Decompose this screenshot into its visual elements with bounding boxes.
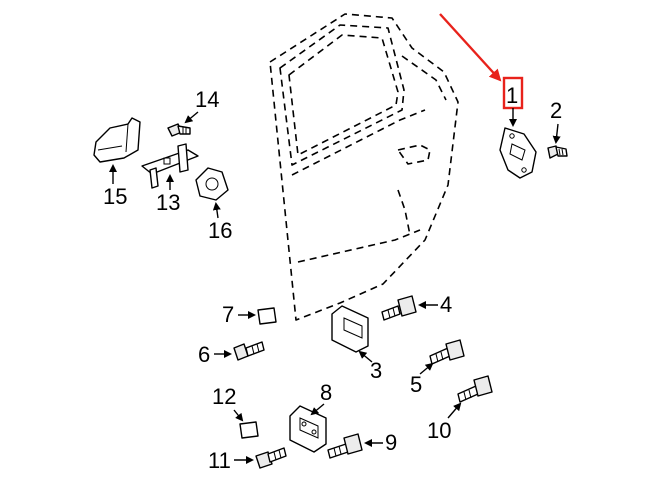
callout-9: 9 — [385, 430, 397, 455]
callout-7: 7 — [222, 302, 234, 327]
callout-13: 13 — [156, 190, 180, 215]
highlight-arrow — [439, 13, 502, 82]
callout-11: 11 — [208, 448, 231, 473]
part-8-lower-hinge — [289, 405, 327, 453]
part-15-outside-handle — [93, 117, 141, 163]
door-outline — [269, 13, 459, 321]
part-12-plug — [239, 421, 259, 439]
callout-16: 16 — [208, 218, 232, 243]
part-7-plug — [257, 307, 277, 325]
part-4-hinge-bolt — [381, 295, 417, 321]
callout-15: 15 — [103, 184, 127, 209]
part-16-lock-cylinder — [195, 167, 229, 201]
callout-8: 8 — [320, 380, 332, 405]
callout-12: 12 — [212, 384, 236, 409]
callout-14-leader — [184, 111, 199, 124]
part-2-striker-bolt — [547, 145, 568, 159]
callout-8-leader — [310, 403, 325, 416]
callout-14: 14 — [195, 87, 219, 112]
part-3-upper-hinge — [331, 305, 369, 353]
part-9-hinge-bolt — [327, 433, 363, 459]
part-11-hinge-bolt — [255, 447, 287, 469]
callout-3-leader — [358, 350, 373, 363]
callout-5: 5 — [410, 372, 422, 397]
callout-2-leader — [552, 123, 561, 144]
callout-2: 2 — [550, 98, 562, 123]
callout-10: 10 — [427, 418, 451, 443]
part-13-handle-bracket — [141, 143, 199, 189]
part-6-hinge-bolt — [233, 341, 265, 361]
callout-12-leader — [233, 409, 244, 422]
callout-4: 4 — [440, 292, 452, 317]
callout-16-leader — [212, 202, 221, 219]
callout-10-leader — [447, 402, 462, 419]
callout-5-leader — [419, 362, 434, 375]
part-14-handle-screw — [167, 123, 191, 137]
callout-6: 6 — [198, 342, 210, 367]
part-5-hinge-bolt — [429, 339, 465, 365]
part-10-hinge-bolt — [457, 375, 493, 403]
callout-1: 1 — [506, 83, 518, 108]
part-1-door-lock-striker — [499, 127, 537, 179]
callout-3: 3 — [370, 358, 382, 383]
